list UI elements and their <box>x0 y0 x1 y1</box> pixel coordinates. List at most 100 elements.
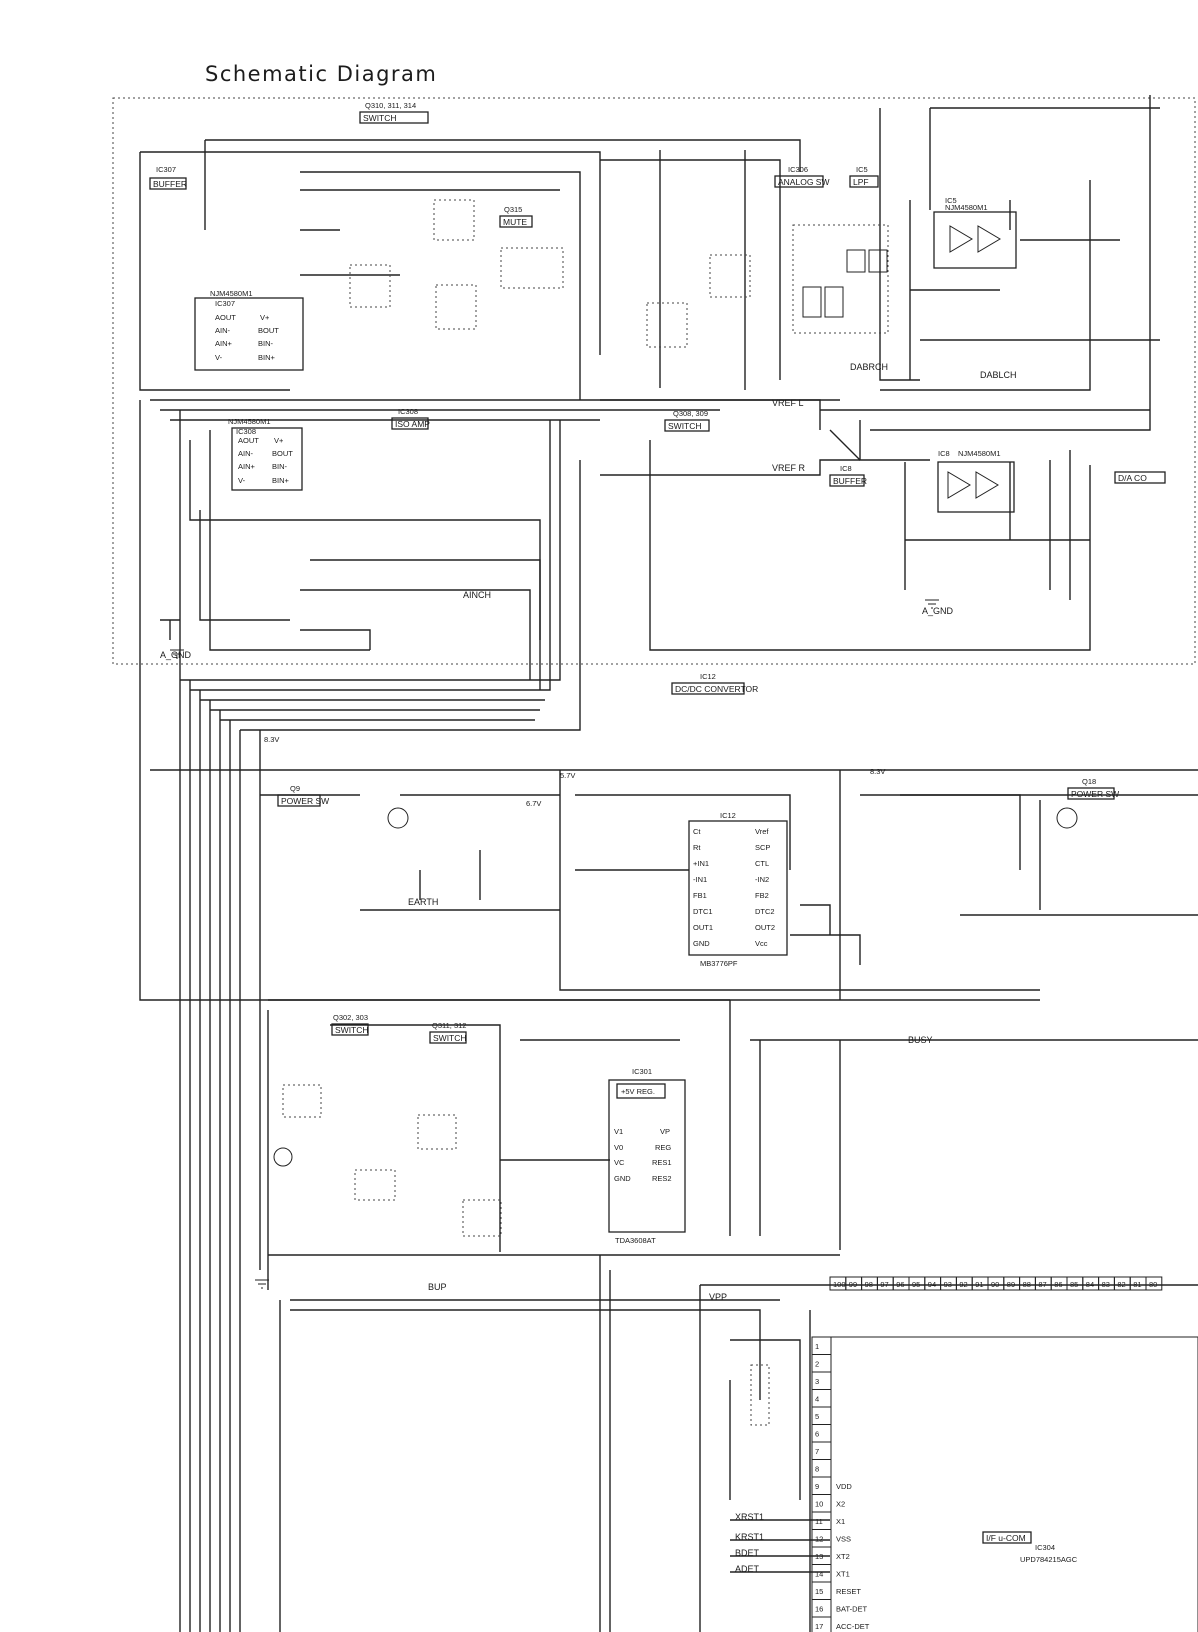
net-xrst1: XRST1 <box>735 1512 764 1522</box>
chip-ic301-label: +5V REG. <box>621 1087 655 1096</box>
chip-ic8: IC8 NJM4580M1 <box>937 449 1015 513</box>
block-ucom: I/F u-COM <box>982 1531 1032 1544</box>
chip-ic304-name: UPD784215AGC <box>1020 1555 1078 1564</box>
block-label: ANALOG SW <box>778 177 829 187</box>
pin-cell <box>811 1616 832 1632</box>
pin-label: V- <box>215 353 223 362</box>
net-adet: ADET <box>735 1564 760 1574</box>
pin-number: 7 <box>815 1447 819 1456</box>
block-switch-q310: SWITCH Q310, 311, 314 <box>359 101 429 124</box>
pin-number: 10 <box>815 1500 823 1509</box>
block-lpf-ic5: LPF IC5 <box>849 165 879 188</box>
chip-ic307-name: NJM4580M1 <box>210 289 253 298</box>
net-vref-r: VREF R <box>772 463 806 473</box>
pin-label: Vref <box>755 827 769 836</box>
chip-ic307-ref: IC307 <box>215 299 235 308</box>
pin-label: REG <box>655 1143 671 1152</box>
block-label: BUFFER <box>833 476 867 486</box>
block-label: POWER SW <box>281 796 329 806</box>
pin-label: DTC2 <box>755 907 775 916</box>
supply-label: 8.3V <box>870 767 885 776</box>
ucom-pin-name: RESET <box>836 1587 861 1596</box>
pin-label: OUT2 <box>755 923 775 932</box>
block-ref: IC12 <box>700 672 716 681</box>
pin-label: V- <box>238 476 246 485</box>
block-dac: D/A CO <box>1114 471 1166 484</box>
supply-labels: 8.3V 5.7V 6.7V 8.3V <box>264 735 885 808</box>
pin-label: Vcc <box>755 939 768 948</box>
pin-label: AOUT <box>215 313 236 322</box>
ucom-pin-name: X2 <box>836 1500 845 1509</box>
pin-number: 16 <box>815 1605 823 1614</box>
pin-number: 6 <box>815 1430 819 1439</box>
block-label: ISO AMP <box>395 419 430 429</box>
supply-label: 5.7V <box>560 771 575 780</box>
net-a-gnd: A_GND <box>160 650 192 660</box>
pin-number: 8 <box>815 1465 819 1474</box>
block-label: SWITCH <box>335 1025 369 1035</box>
block-label: SWITCH <box>433 1033 467 1043</box>
block-switch-q302: SWITCH Q302, 303 <box>331 1013 369 1036</box>
pin-label: VP <box>660 1127 670 1136</box>
block-ref: Q18 <box>1082 777 1096 786</box>
block-switch-q308: SWITCH Q308, 309 <box>664 409 710 432</box>
ucom-pin-name: ACC-DET <box>836 1622 870 1631</box>
block-ref: Q310, 311, 314 <box>365 101 416 110</box>
block-ref: Q315 <box>504 205 522 214</box>
chip-ic308-name: NJM4580M1 <box>228 417 271 426</box>
block-label: LPF <box>853 177 869 187</box>
block-ref: IC308 <box>398 407 418 416</box>
chip-ic308: NJM4580M1 IC308 AOUT AIN- AIN+ V- V+ BOU… <box>228 417 303 491</box>
pin-label: DTC1 <box>693 907 713 916</box>
supply-label: 8.3V <box>264 735 279 744</box>
net-labels: VREF L VREF R DABRCH DABLCH AINCH BUSY A… <box>160 362 1017 1574</box>
block-dcdc-ic12: DC/DC CONVERTOR IC12 <box>671 672 758 695</box>
chip-ic5: IC5 NJM4580M1 <box>933 196 1017 269</box>
pin-label: V+ <box>274 436 284 445</box>
pin-label: GND <box>614 1174 631 1183</box>
chip-ic301: +5V REG. IC301 TDA3608AT V1 V0 VC GND VP… <box>608 1067 686 1245</box>
block-label: DC/DC CONVERTOR <box>675 684 758 694</box>
pin-label: V0 <box>614 1143 623 1152</box>
chip-ic8-name: NJM4580M1 <box>958 449 1001 458</box>
pin-number: 1 <box>815 1342 819 1351</box>
block-label: SWITCH <box>363 113 397 123</box>
block-ref: IC5 <box>856 165 868 174</box>
pin-label: GND <box>693 939 710 948</box>
block-ref: Q302, 303 <box>333 1013 368 1022</box>
chip-ic5-name: NJM4580M1 <box>945 203 988 212</box>
pin-number: 12 <box>815 1535 823 1544</box>
block-buffer-ic8: BUFFER IC8 <box>829 464 867 487</box>
net-vref-l: VREF L <box>772 398 804 408</box>
block-ref: IC8 <box>840 464 852 473</box>
net-vpp: VPP <box>709 1292 727 1302</box>
pin-label: FB2 <box>755 891 769 900</box>
block-label: MUTE <box>503 217 527 227</box>
pin-number: 15 <box>815 1587 823 1596</box>
chip-ic12-ref: IC12 <box>720 811 736 820</box>
pin-label: BIN+ <box>272 476 290 485</box>
net-krst1: KRST1 <box>735 1532 764 1542</box>
pin-number: 17 <box>815 1622 823 1631</box>
block-ref: Q308, 309 <box>673 409 708 418</box>
block-ref: Q9 <box>290 784 300 793</box>
pin-label: AIN- <box>238 449 254 458</box>
block-iso-amp-ic308: ISO AMP IC308 <box>391 407 430 430</box>
block-label: SWITCH <box>668 421 702 431</box>
pin-label: SCP <box>755 843 770 852</box>
ucom-pin-name: VDD <box>836 1482 852 1491</box>
block-label: D/A CO <box>1118 473 1147 483</box>
wiring <box>139 95 1198 1632</box>
ucom-pin-name: XT2 <box>836 1552 850 1561</box>
net-bdet: BDET <box>735 1548 760 1558</box>
pin-number: 2 <box>815 1360 819 1369</box>
net-a-gnd-2: A_GND <box>922 606 954 616</box>
net-dablch: DABLCH <box>980 370 1017 380</box>
pin-label: AIN+ <box>215 339 233 348</box>
chip-ic308-ref: IC308 <box>236 427 256 436</box>
